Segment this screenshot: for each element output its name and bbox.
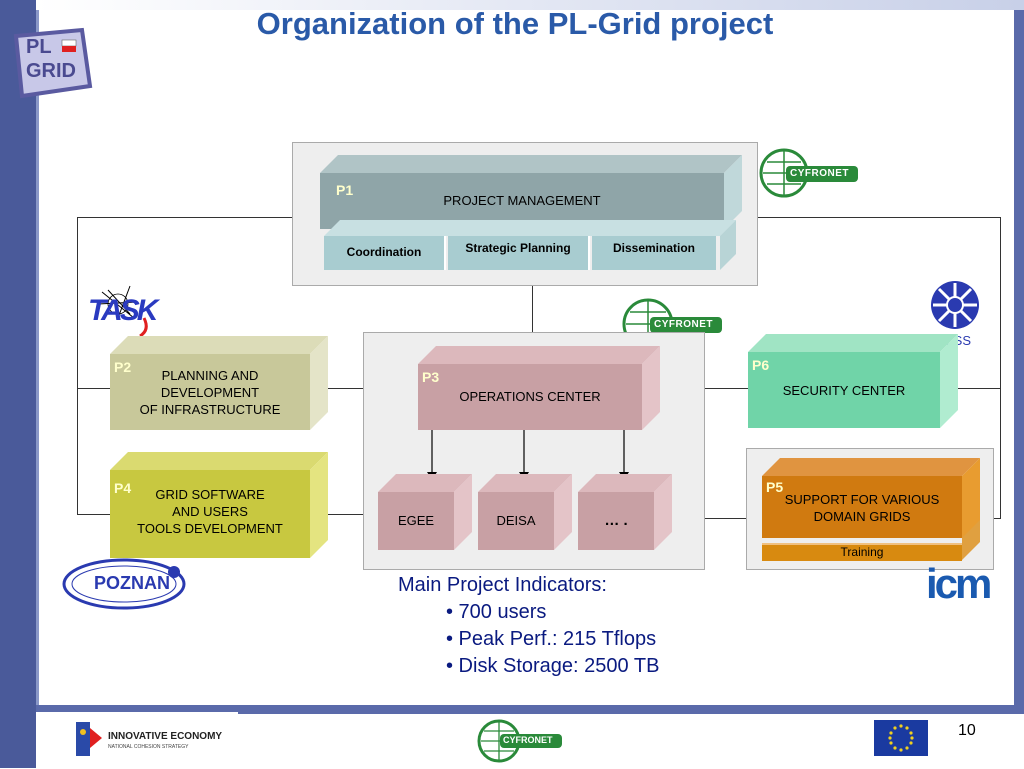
- cyfronet-logo-top-text: CYFRONET: [790, 168, 849, 179]
- deisa-box: DEISA: [496, 512, 536, 528]
- task-logo-text: TASK: [88, 294, 158, 327]
- p5-line1: SUPPORT FOR VARIOUS: [784, 492, 940, 508]
- connector-top-horizontal-left: [77, 217, 292, 218]
- indicator-peak-perf: • Peak Perf.: 215 Tflops: [446, 628, 657, 650]
- connector-p3-p5: [703, 518, 746, 519]
- cyfronet-logo-middle-text: CYFRONET: [654, 319, 713, 330]
- connector-left-vertical: [77, 217, 78, 515]
- p2-box-3d: [110, 336, 328, 430]
- right-frame-bar: [1014, 10, 1024, 705]
- p5-label: P5: [766, 479, 784, 495]
- p2-line2: DEVELOPMENT: [160, 385, 260, 401]
- indicator-users: • 700 users: [446, 601, 547, 623]
- p6-title: SECURITY CENTER: [782, 382, 906, 398]
- p2-label: P2: [114, 359, 132, 375]
- left-frame-bar: [0, 0, 36, 768]
- p4-box-3d: [110, 452, 328, 558]
- national-cohesion-text: NATIONAL COHESION STRATEGY: [108, 744, 189, 750]
- p4-line2: AND USERS: [172, 504, 248, 520]
- footer-line: [238, 712, 1024, 714]
- page-title: Organization of the PL-Grid project: [256, 6, 774, 41]
- p2-line3: OF INFRASTRUCTURE: [139, 402, 281, 418]
- connector-p4-left: [77, 514, 110, 515]
- connector-p2-p3: [328, 388, 363, 389]
- cyfronet-logo-footer-text: CYFRONET: [503, 735, 553, 745]
- icm-logo: icm: [926, 560, 992, 607]
- p1-box-3d: [320, 155, 742, 229]
- footer-bar: [36, 705, 1024, 712]
- indicator-disk-storage: • Disk Storage: 2500 TB: [446, 655, 660, 677]
- training-box: Training: [762, 543, 962, 561]
- connector-top-horizontal-right: [757, 217, 1001, 218]
- p2-line1: PLANNING AND: [161, 368, 259, 384]
- p6-label: P6: [752, 357, 770, 373]
- p6-box-3d: [748, 334, 958, 428]
- connector-p6-right: [958, 388, 1001, 389]
- project-indicators: Main Project Indicators: • 700 users • P…: [398, 572, 659, 680]
- top-frame-strip: [36, 0, 1024, 10]
- p5-box-3d: [762, 458, 980, 560]
- egee-box: EGEE: [397, 512, 435, 528]
- innovative-economy-logo: INNOVATIVE ECONOMY NATIONAL COHESION STR…: [72, 718, 242, 760]
- egee-box-3d: [378, 474, 472, 550]
- p1-title: PROJECT MANAGEMENT: [443, 192, 601, 208]
- left-frame-accent: [36, 0, 39, 705]
- poznan-logo-text: POZNAN: [94, 573, 170, 593]
- connector-p4-p3: [328, 514, 363, 515]
- cyfronet-logo-top: CYFRONET: [758, 148, 862, 198]
- connector-p1-p3-vertical: [532, 285, 533, 333]
- innovative-economy-text: INNOVATIVE ECONOMY: [108, 731, 223, 742]
- p5-line2: DOMAIN GRIDS: [813, 509, 911, 525]
- connector-p2-left: [77, 388, 110, 389]
- plgrid-logo-line2: GRID: [26, 60, 76, 82]
- strategic-planning-box: Strategic Planning: [448, 236, 590, 270]
- p3-label: P3: [422, 369, 440, 385]
- connector-right-vertical: [1000, 217, 1001, 519]
- p3-box-3d: [418, 346, 660, 430]
- more-box: … .: [604, 512, 628, 530]
- connector-p3-p6: [703, 388, 748, 389]
- p3-title: OPERATIONS CENTER: [459, 388, 601, 404]
- p1-subbox-strip-3d: [324, 220, 736, 270]
- coordination-box: Coordination: [324, 236, 446, 270]
- dissemination-box: Dissemination: [592, 236, 716, 270]
- indicators-heading: Main Project Indicators:: [398, 574, 607, 596]
- plgrid-logo: PL GRID: [12, 26, 94, 100]
- deisa-box-3d: [478, 474, 572, 550]
- page-number: 10: [958, 722, 976, 739]
- task-logo: TASK: [88, 284, 174, 340]
- p4-line3: TOOLS DEVELOPMENT: [137, 521, 283, 537]
- poznan-logo: POZNAN: [62, 556, 190, 612]
- p1-label: P1: [336, 182, 354, 198]
- more-box-3d: [578, 474, 672, 550]
- eu-flag-logo: [874, 720, 928, 756]
- p4-label: P4: [114, 480, 132, 496]
- plgrid-logo-line1: PL: [26, 36, 52, 58]
- cyfronet-logo-footer: CYFRONET: [476, 718, 566, 764]
- p4-line1: GRID SOFTWARE: [155, 487, 265, 503]
